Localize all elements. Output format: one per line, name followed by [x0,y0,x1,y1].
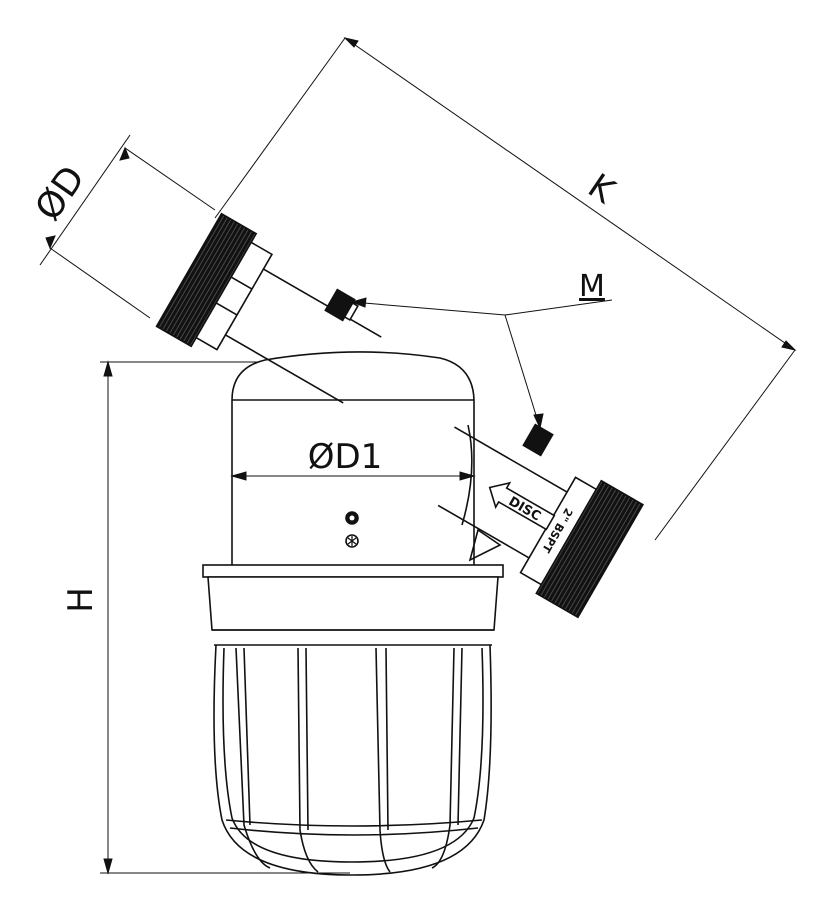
cage-outline [213,644,492,876]
m-leader [504,299,613,316]
m-fitting-top [324,288,359,322]
collar-ring [202,564,504,578]
bowl-dome [231,351,475,401]
d-dimension-line [39,134,131,266]
height-h-label: H [61,587,101,613]
k-dimension-line [344,37,796,351]
inlet-nut [195,241,274,351]
inlet-pipe [155,212,382,404]
diameter-d1-label: ØD1 [308,437,383,477]
flow-arrow-icon: DISC [488,481,556,531]
mount-m-label: M [579,269,605,304]
m-fitting-bottom [522,423,554,457]
outlet-pipe: 2" BSPT [437,426,644,619]
collar-body [207,576,499,631]
outlet-thread [535,479,644,619]
star-screw-icon [345,534,359,548]
diameter-d-label: ØD [28,159,94,228]
